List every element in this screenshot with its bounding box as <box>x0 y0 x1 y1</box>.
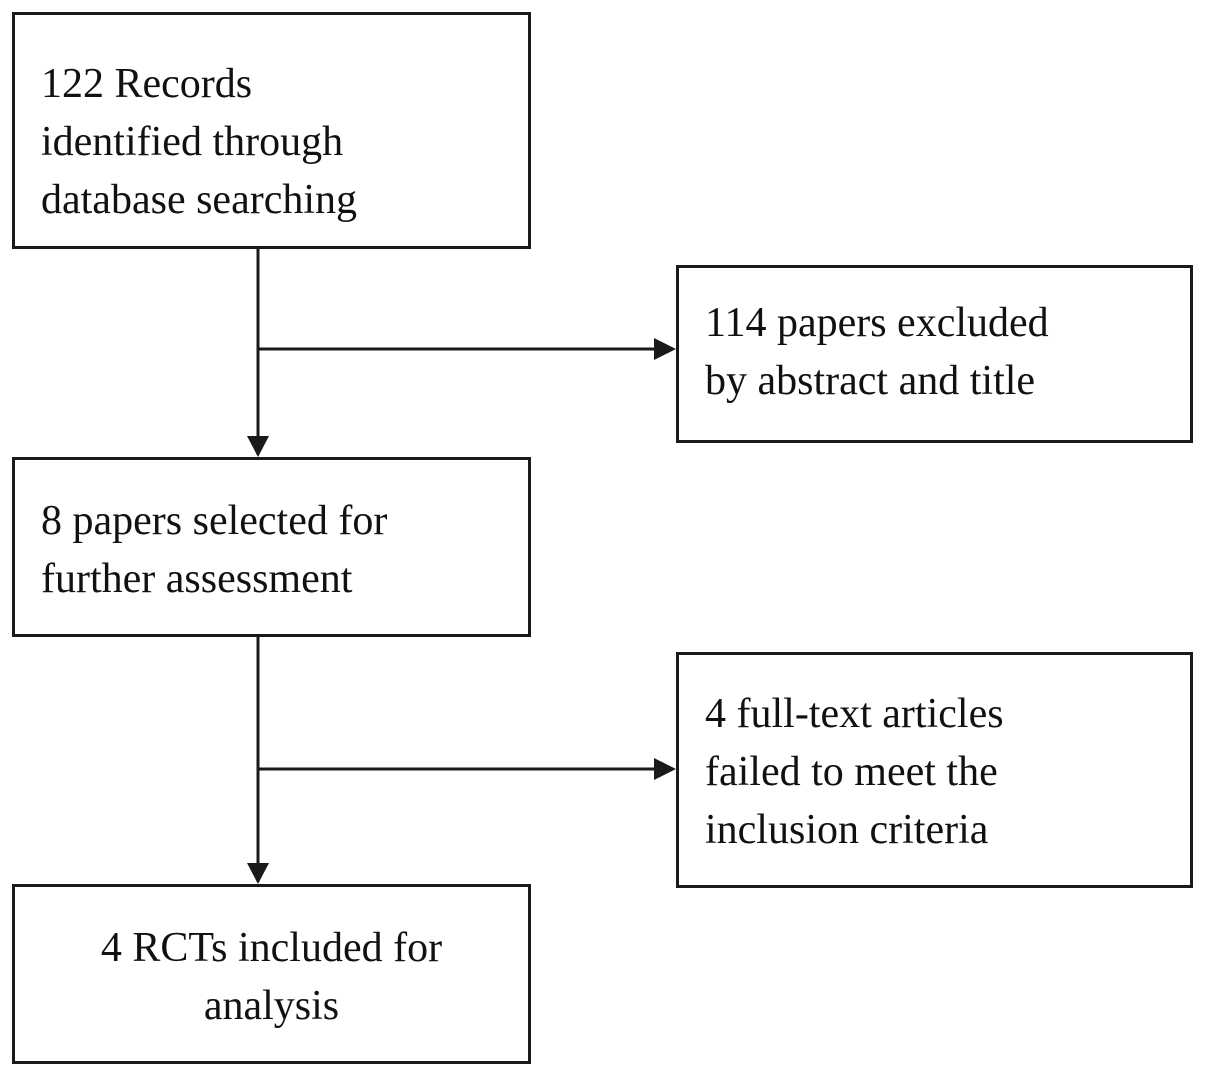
arrowhead-to-excluded <box>654 338 676 360</box>
articles-failed-box: 4 full-text articles failed to meet the … <box>676 652 1193 888</box>
included-line-1: 4 RCTs included for <box>100 925 443 971</box>
excluded-line-2: by abstract and title <box>705 358 1036 404</box>
failed-line-3: inclusion criteria <box>705 807 989 853</box>
records-line-3: database searching <box>41 177 358 223</box>
selected-line-2: further assessment <box>41 556 353 602</box>
failed-line-2: failed to meet the <box>705 749 998 795</box>
excluded-line-1: 114 papers excluded <box>705 300 1049 346</box>
papers-excluded-box: 114 papers excluded by abstract and titl… <box>676 265 1193 443</box>
failed-line-1: 4 full-text articles <box>705 691 1004 737</box>
records-line-2: identified through <box>41 119 344 165</box>
included-line-2: analysis <box>203 983 340 1029</box>
records-line-1: 122 Records <box>41 61 253 107</box>
arrowhead-to-failed <box>654 758 676 780</box>
records-identified-box: 122 Records identified through database … <box>12 12 531 249</box>
arrowhead-selected-to-included <box>247 863 269 884</box>
papers-selected-box: 8 papers selected for further assessment <box>12 457 531 637</box>
selected-line-1: 8 papers selected for <box>41 498 388 544</box>
rcts-included-box: 4 RCTs included for analysis <box>12 884 531 1064</box>
arrowhead-records-to-selected <box>247 436 269 457</box>
